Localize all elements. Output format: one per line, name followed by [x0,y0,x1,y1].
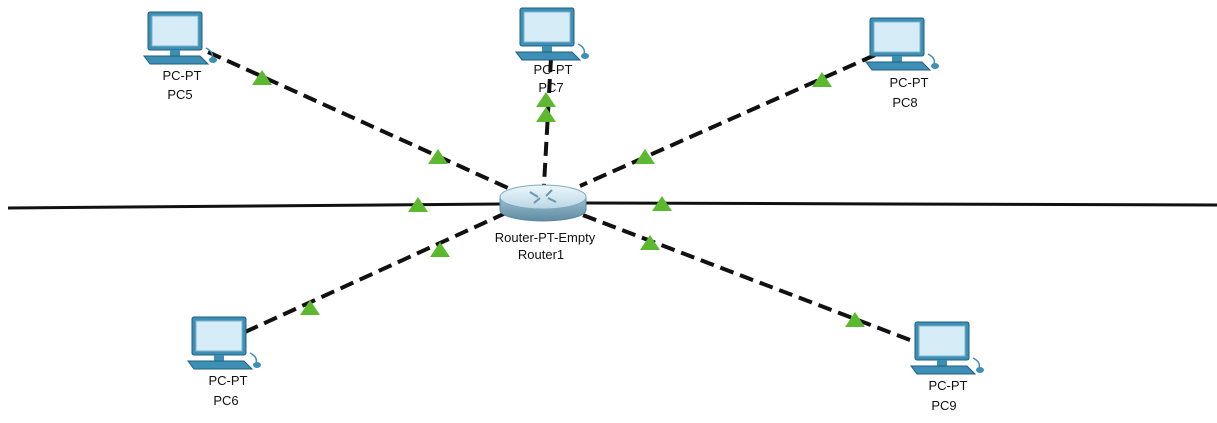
pc-node-pc5[interactable] [143,11,218,65]
link-status-up-icon [652,196,672,211]
link-status-up-icon [430,242,450,257]
pc-node-pc7[interactable] [515,7,590,61]
pc5-name-label: PC5 [167,87,193,102]
pc8-model-label: PC-PT [889,75,929,90]
link-router1-pc9[interactable] [579,212,911,342]
link-router1-right-edge[interactable] [585,201,1217,207]
pc-node-pc6[interactable] [187,316,262,370]
router-icon [499,184,587,222]
link-status-up-icon [300,300,320,315]
pc5-model-label: PC-PT [162,68,202,83]
link-status-up-icon [845,312,865,327]
pc-icon [143,11,218,65]
pc7-model-label: PC-PT [533,62,573,77]
pc6-model-label: PC-PT [208,373,248,388]
pc9-name-label: PC9 [931,398,957,413]
link-status-up-icon [635,149,655,164]
link-status-up-icon [252,70,272,85]
pc-icon [187,316,262,370]
link-router1-pc6[interactable] [244,210,509,334]
pc-node-pc8[interactable] [865,17,940,71]
pc8-name-label: PC8 [892,95,918,110]
pc6-name-label: PC6 [213,393,239,408]
link-router1-pc5[interactable] [207,50,509,190]
pc-icon [515,7,590,61]
link-status-up-icon [640,235,660,250]
router-node-router1[interactable] [499,184,587,222]
pc7-name-label: PC7 [538,80,564,95]
pc-node-pc9[interactable] [910,321,985,375]
pc9-model-label: PC-PT [928,378,968,393]
link-status-up-icon [428,149,448,164]
link-status-up-icon [536,92,556,107]
link-router1-pc8[interactable] [579,53,876,188]
link-status-up-icon [536,107,556,122]
router-name-label: Router1 [517,247,565,262]
pc-icon [865,17,940,71]
router-model-label: Router-PT-Empty [494,230,596,245]
pc-icon [910,321,985,375]
link-status-up-icon [408,197,428,212]
link-router1-left-edge[interactable] [7,202,501,210]
link-status-up-icon [812,72,832,87]
